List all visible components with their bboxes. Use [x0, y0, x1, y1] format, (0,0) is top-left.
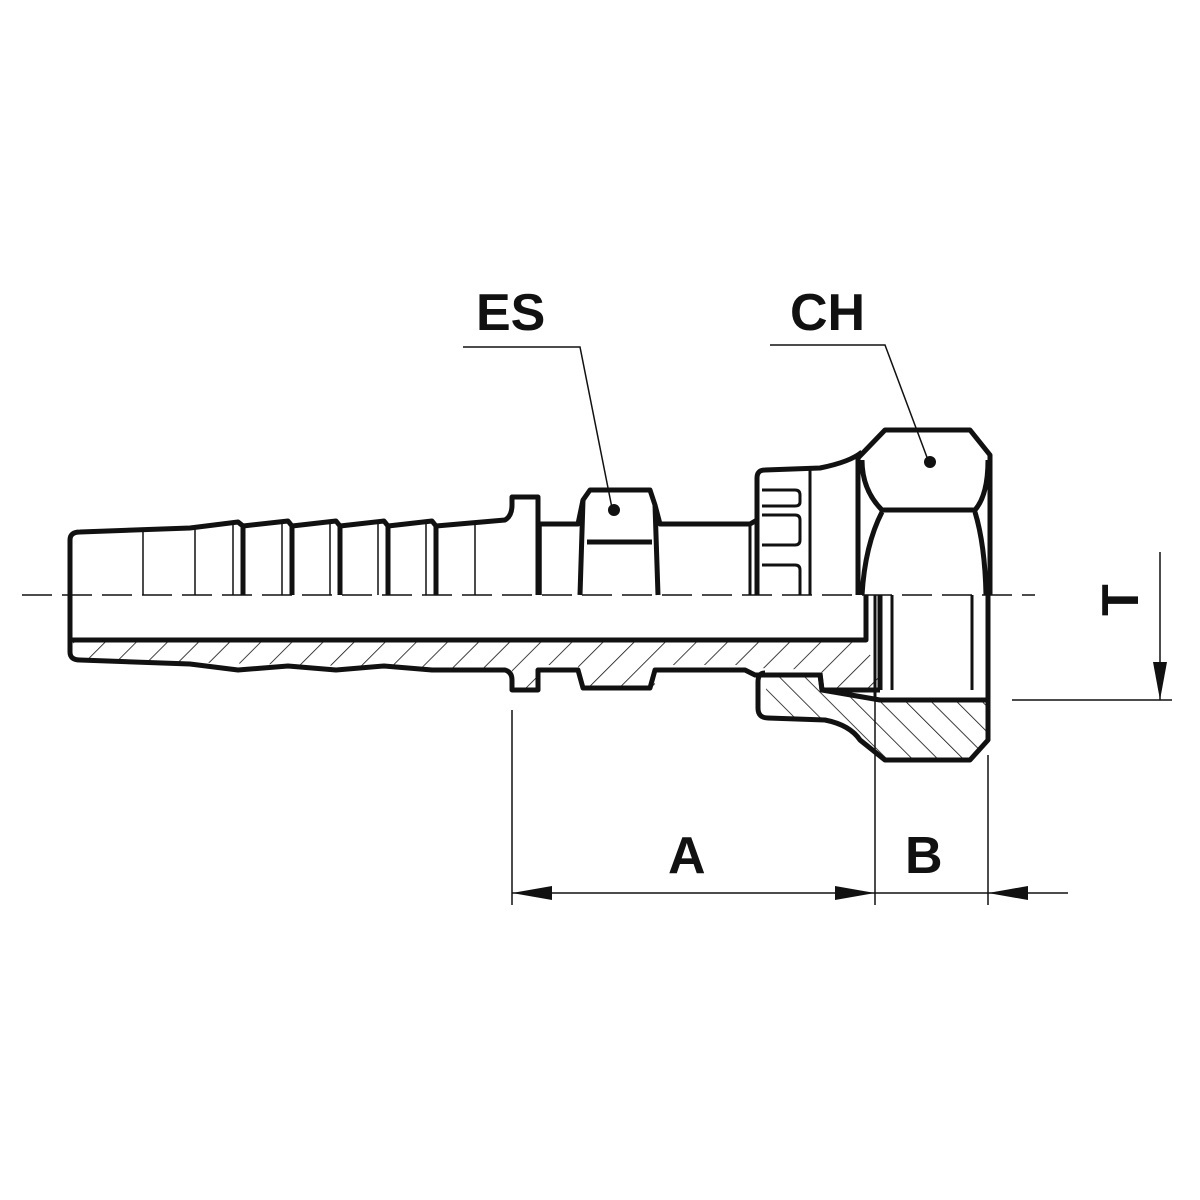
dimension-b [875, 886, 1068, 900]
label-es: ES [476, 284, 545, 342]
label-t: T [1092, 584, 1150, 616]
label-b: B [905, 827, 943, 885]
sectioned-body [67, 595, 991, 905]
es-hex [538, 487, 759, 596]
es-leader [463, 346, 620, 516]
ch-hex-nut [855, 427, 993, 596]
dimension-a [512, 886, 875, 900]
label-ch: CH [790, 284, 865, 342]
hose-tail [67, 494, 542, 595]
dimension-t [1012, 552, 1172, 701]
label-a: A [668, 827, 706, 885]
ch-leader [770, 344, 936, 468]
knurl-section [754, 450, 864, 595]
